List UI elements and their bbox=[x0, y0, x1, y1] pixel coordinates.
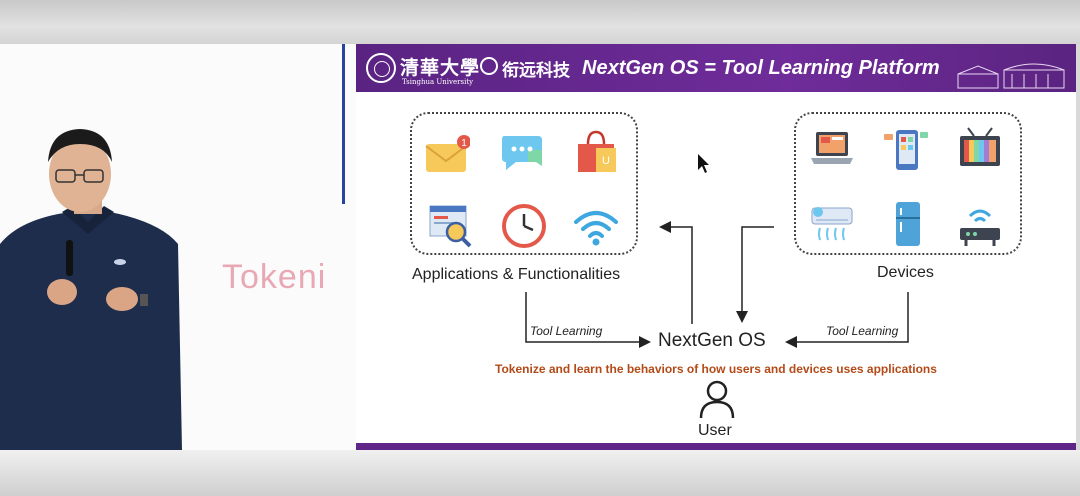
campus-building-icon bbox=[957, 63, 1065, 89]
laptop-icon bbox=[811, 132, 853, 164]
presentation-slide: 清華大學 Tsinghua University 衔远科技 NextGen OS… bbox=[356, 44, 1076, 450]
os-to-applications-arrow bbox=[659, 221, 693, 324]
mail-icon: 1 bbox=[425, 135, 470, 172]
devices-group bbox=[794, 112, 1022, 255]
devices-to-os-arrow bbox=[736, 226, 774, 323]
refrigerator-icon bbox=[896, 202, 920, 246]
slide-tagline: Tokenize and learn the behaviors of how … bbox=[495, 362, 937, 376]
video-top-band bbox=[0, 0, 1080, 44]
slide-title: NextGen OS = Tool Learning Platform bbox=[582, 57, 940, 79]
partner-logo-icon bbox=[480, 57, 498, 75]
university-logo-subtext: Tsinghua University bbox=[402, 78, 474, 86]
background-slide-text: Tokeni bbox=[222, 258, 327, 296]
webpage-search-icon bbox=[429, 205, 472, 248]
speaker-video-feed bbox=[0, 44, 356, 450]
speaker-figure bbox=[0, 129, 182, 450]
flow-arrows bbox=[525, 154, 909, 348]
user-label: User bbox=[698, 422, 732, 439]
tsinghua-seal-icon bbox=[366, 53, 396, 83]
air-conditioner-icon bbox=[811, 207, 853, 241]
background-slide-edge bbox=[342, 44, 356, 204]
mouse-cursor-icon bbox=[698, 154, 709, 173]
clock-icon bbox=[502, 204, 546, 248]
left-edge-label: Tool Learning bbox=[530, 324, 603, 338]
wifi-icon bbox=[574, 211, 618, 246]
chat-bubble-icon bbox=[502, 136, 542, 170]
devices-label: Devices bbox=[877, 264, 934, 281]
user-icon bbox=[699, 380, 735, 419]
shopping-bag-icon: U bbox=[578, 130, 616, 172]
right-tool-learning-arrow bbox=[785, 292, 909, 348]
partner-logo-text: 衔远科技 bbox=[502, 61, 570, 80]
slide-header: 清華大學 Tsinghua University 衔远科技 NextGen OS… bbox=[356, 44, 1076, 92]
svg-text:U: U bbox=[602, 155, 610, 167]
right-edge-label: Tool Learning bbox=[826, 324, 899, 338]
university-logo-text: 清華大學 bbox=[400, 57, 481, 79]
nextgen-os-node: NextGen OS bbox=[658, 330, 766, 351]
slide-footer-bar bbox=[356, 443, 1076, 450]
video-bottom-band bbox=[0, 450, 1080, 496]
television-icon bbox=[960, 127, 1000, 166]
applications-label: Applications & Functionalities bbox=[412, 266, 621, 283]
applications-group: 1 U bbox=[410, 112, 638, 255]
notification-badge: 1 bbox=[461, 138, 467, 149]
router-icon bbox=[960, 209, 1000, 246]
left-tool-learning-arrow bbox=[525, 292, 651, 348]
smartphone-icon bbox=[884, 130, 928, 170]
